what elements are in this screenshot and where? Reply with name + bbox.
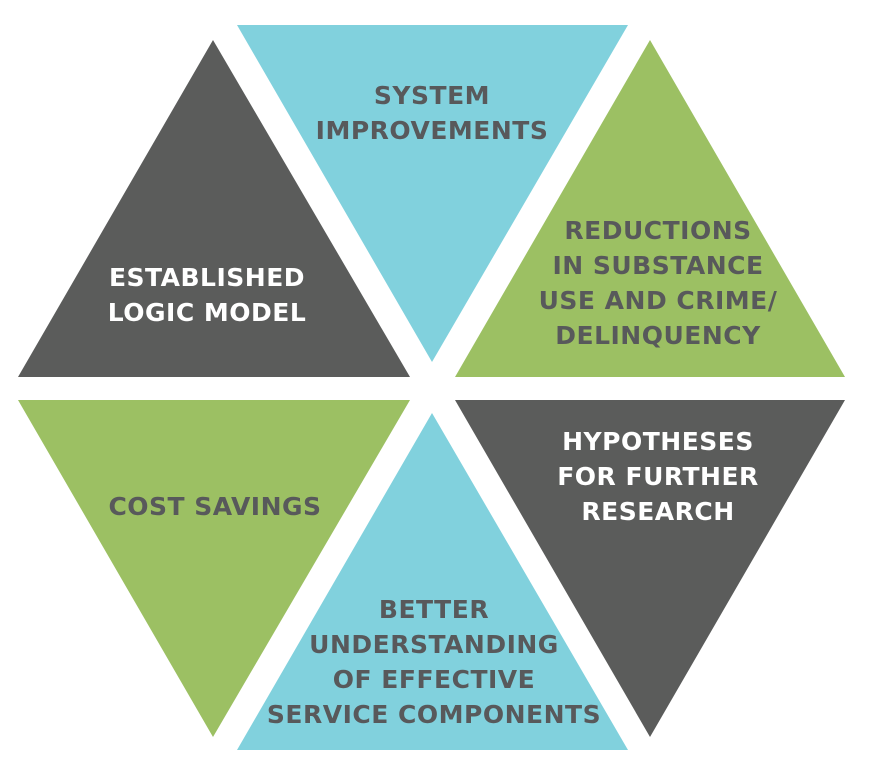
label-line: OF EFFECTIVE: [332, 665, 536, 694]
label-line: SYSTEM: [373, 81, 491, 110]
label-system-improvements: SYSTEM IMPROVEMENTS: [316, 78, 549, 148]
label-line: IN SUBSTANCE: [552, 251, 764, 280]
label-line: ESTABLISHED: [108, 263, 306, 292]
label-line: REDUCTIONS: [564, 216, 752, 245]
label-line: RESEARCH: [581, 497, 735, 526]
triangle-cost-savings: [18, 400, 410, 737]
label-established-logic-model: ESTABLISHED LOGIC MODEL: [108, 260, 307, 330]
label-line: USE AND CRIME/: [538, 286, 778, 315]
label-cost-savings: COST SAVINGS: [108, 489, 321, 524]
label-better-understanding: BETTER UNDERSTANDING OF EFFECTIVE SERVIC…: [267, 592, 601, 732]
triangle-reductions-substance-use: [455, 40, 845, 377]
label-line: UNDERSTANDING: [309, 630, 559, 659]
label-line: BETTER: [378, 595, 490, 624]
triangle-established-logic-model: [18, 40, 410, 377]
label-line: COST SAVINGS: [108, 492, 322, 521]
label-line: SERVICE COMPONENTS: [266, 700, 602, 729]
label-line: LOGIC MODEL: [107, 298, 307, 327]
triangle-better-understanding: [237, 413, 628, 750]
label-line: FOR FURTHER: [557, 462, 759, 491]
triangle-system-improvements: [237, 25, 628, 362]
label-reductions-substance-use: REDUCTIONS IN SUBSTANCE USE AND CRIME/ D…: [539, 213, 778, 353]
triangle-hypotheses-further-research: [455, 400, 845, 737]
label-line: DELINQUENCY: [555, 321, 761, 350]
label-hypotheses-further-research: HYPOTHESES FOR FURTHER RESEARCH: [557, 424, 759, 529]
label-line: HYPOTHESES: [562, 427, 754, 456]
label-line: IMPROVEMENTS: [315, 116, 549, 145]
